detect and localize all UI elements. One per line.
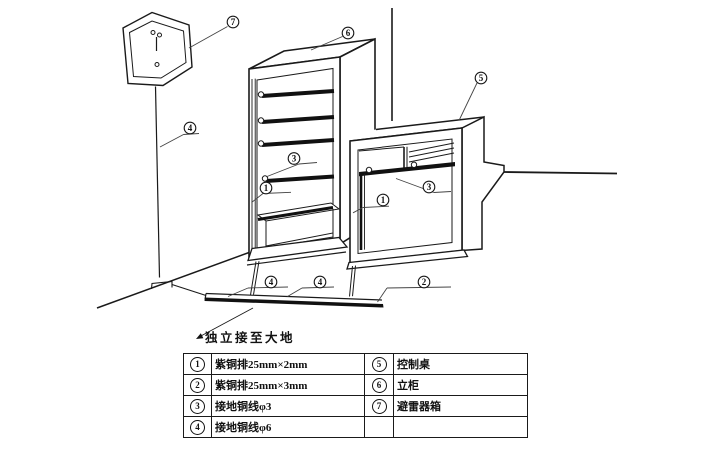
svg-text:4: 4	[269, 277, 274, 287]
cabinet-pedestal	[248, 238, 347, 261]
legend-num: 2	[190, 377, 205, 393]
callout-1-cabinet: 1	[260, 182, 272, 194]
legend-desc: 立柜	[393, 374, 528, 396]
legend-desc: 紫铜排25mm×3mm	[211, 374, 365, 396]
legend-desc: 紫铜排25mm×2mm	[211, 353, 365, 375]
box-opening	[130, 21, 187, 78]
terminal-screw	[158, 33, 162, 37]
svg-text:5: 5	[479, 73, 484, 83]
svg-text:3: 3	[292, 154, 297, 164]
earth-connection-note: 独立接至大地	[196, 308, 295, 345]
legend-num: 7	[371, 398, 387, 414]
room-lines	[97, 8, 617, 308]
leader-lines	[160, 27, 477, 303]
ground-wire-desk	[350, 266, 353, 297]
ground-busbar-floor	[205, 294, 384, 308]
cabinet-pedestal-base	[247, 252, 346, 265]
legend-row: 3 接地铜线φ3 7 避雷器箱	[183, 395, 528, 417]
arrowhead-icon	[196, 333, 204, 339]
legend-table: 1 紫铜排25mm×2mm 5 控制桌 2 紫铜排25mm×3mm 6 立柜 3…	[183, 353, 528, 438]
svg-text:1: 1	[264, 183, 269, 193]
ground-note-text: 独立接至大地	[204, 330, 295, 345]
legend-num: 3	[190, 398, 205, 414]
svg-text:7: 7	[231, 17, 236, 27]
cabinet-busbars	[258, 91, 334, 181]
legend-row: 4 接地铜线φ6	[183, 416, 528, 438]
legend-num: 4	[190, 419, 205, 435]
callout-3-desk: 3	[423, 181, 435, 193]
floor-line-right	[504, 172, 617, 174]
legend-num: 5	[371, 356, 387, 372]
legend-desc	[393, 416, 528, 438]
svg-text:2: 2	[422, 277, 427, 287]
callout-2: 2	[418, 276, 430, 288]
svg-text:4: 4	[318, 277, 323, 287]
ground-wire-cabinet	[254, 261, 260, 295]
terminal-screw	[155, 63, 159, 67]
svg-text:1: 1	[381, 195, 386, 205]
callout-7: 7	[227, 16, 239, 28]
desk-top-face	[350, 117, 484, 141]
callout-4-wire: 4	[184, 122, 196, 134]
desk-busbar	[359, 162, 455, 177]
legend-row: 2 紫铜排25mm×3mm 6 立柜	[183, 374, 528, 396]
callout-1-desk: 1	[377, 194, 389, 206]
legend-row: 1 紫铜排25mm×2mm 5 控制桌	[183, 353, 528, 375]
desk-top-compartment	[359, 143, 454, 171]
cabinet-shelf	[258, 203, 339, 246]
terminal-screw	[151, 31, 155, 35]
legend-num: 1	[190, 356, 205, 372]
callout-4-right: 4	[314, 276, 326, 288]
insulator	[411, 162, 416, 167]
desk-side-face	[462, 117, 504, 251]
ground-wire-arrester	[156, 87, 160, 278]
callout-4-left: 4	[265, 276, 277, 288]
svg-text:6: 6	[346, 28, 351, 38]
floor-line-left	[97, 253, 249, 309]
cabinet-inner-frame	[257, 69, 333, 250]
legend-desc: 控制桌	[393, 353, 528, 375]
control-desk	[347, 117, 504, 297]
legend-desc: 接地铜线φ3	[211, 395, 365, 417]
callout-3-cabinet: 3	[288, 153, 300, 165]
legend-desc: 接地铜线φ6	[211, 416, 365, 438]
grounding-diagram: 7 6 5 4 3 1 3 1 4 4 2 独立接至大地	[0, 0, 723, 345]
desk-inner-frame	[358, 139, 452, 254]
ground-wire-floor-joint	[152, 282, 207, 296]
ground-wire-desk	[353, 266, 356, 297]
insulator	[366, 167, 371, 172]
legend-desc: 避雷器箱	[393, 395, 528, 417]
legend-num: 6	[371, 377, 387, 393]
ground-wire-cabinet	[251, 262, 257, 296]
svg-text:3: 3	[427, 182, 432, 192]
desk-base	[347, 250, 468, 269]
svg-text:4: 4	[188, 123, 193, 133]
callout-5: 5	[475, 72, 487, 84]
lightning-arrester-box	[123, 13, 192, 86]
callout-6: 6	[342, 27, 354, 39]
desk-front-face	[350, 128, 462, 263]
